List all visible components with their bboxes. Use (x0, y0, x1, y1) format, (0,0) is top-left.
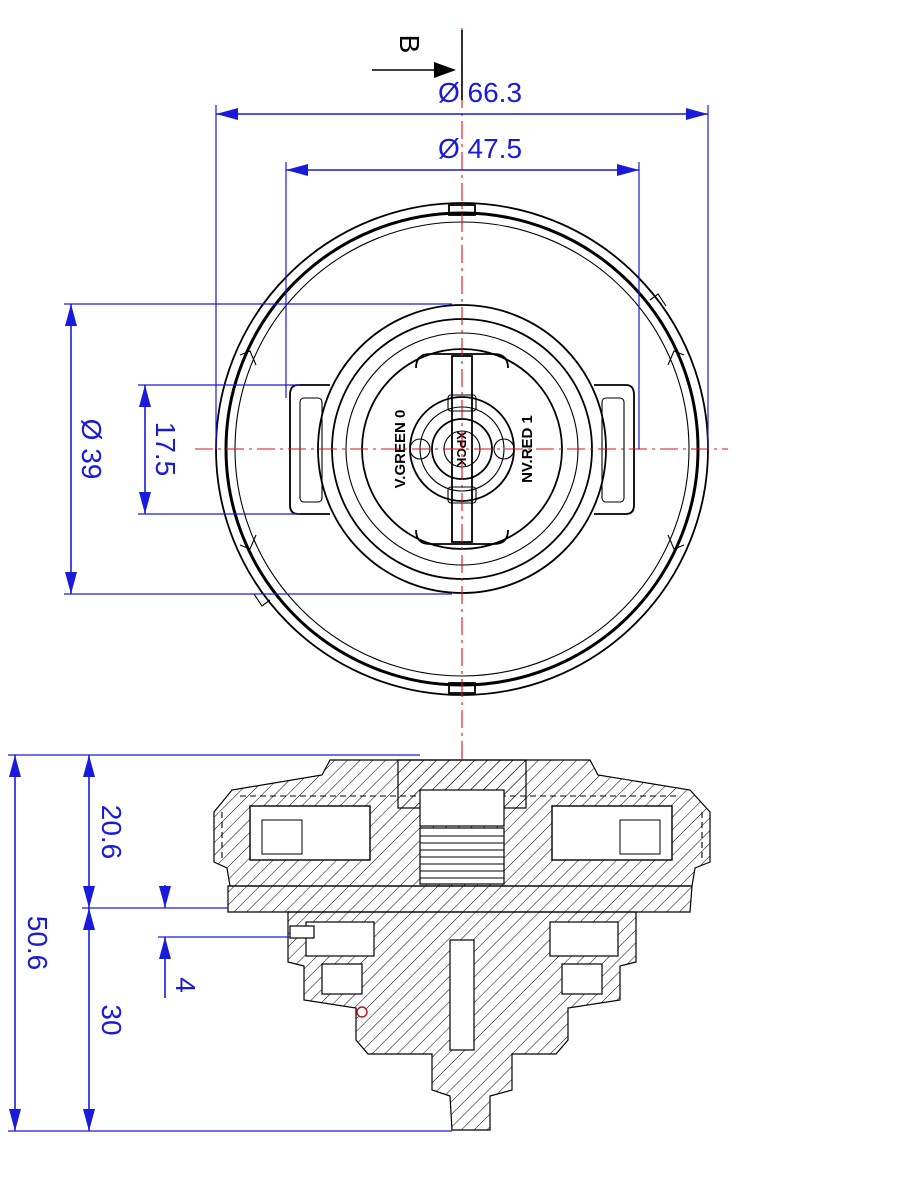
top-boss-slot (419, 789, 505, 827)
section-view: 50.6 20.6 30 4 (8, 754, 711, 1132)
dim-20-arrow-top (83, 755, 95, 777)
bottom-bridge (415, 529, 509, 545)
notch-right-lower (667, 534, 685, 550)
cap-cavity-left-2 (261, 819, 303, 855)
dim-17-arrow-bottom (139, 492, 151, 514)
section-arrow-head (434, 62, 456, 78)
dim-small-gap: 4 (170, 977, 201, 993)
notch-left-lower (239, 534, 257, 550)
notch-diag-1 (649, 293, 667, 307)
lower-cavity-right (549, 921, 619, 957)
dim-30-arrow-bottom (83, 1109, 95, 1131)
label-v-green: V.GREEN 0 (392, 410, 409, 489)
right-lug (594, 384, 635, 515)
label-nv-red: NV.RED 1 (519, 415, 536, 483)
dim-outer-diameter: Ø 66.3 (438, 77, 522, 108)
section-marker-label: B (394, 35, 425, 54)
small-detail-box (289, 925, 315, 939)
right-lug-inner (601, 397, 625, 503)
notch-right-upper (667, 350, 685, 366)
label-xpck: XPCK (454, 431, 469, 468)
dim-17-arrow-top (139, 385, 151, 407)
base-plate (227, 885, 693, 913)
dim-lower-height: 30 (96, 1004, 127, 1035)
dim-50-arrow-bottom (9, 1109, 21, 1131)
thread-zone (419, 827, 505, 885)
lower-cavity-left-2 (321, 963, 363, 995)
dim-39-arrow-top (65, 304, 77, 326)
dim-upper-height: 20.6 (96, 805, 127, 860)
cap-cavity-right-2 (619, 819, 661, 855)
dim-66-arrow-right (686, 108, 708, 120)
dim-hub-diameter: Ø 39 (76, 419, 107, 480)
dim-20-arrow-bottom (83, 886, 95, 908)
dim-50-arrow-top (9, 755, 21, 777)
dim-66-arrow-left (216, 108, 238, 120)
dim-4-arrow-bottom (159, 937, 171, 959)
notch-diag-2 (253, 593, 271, 607)
thread-lines (420, 835, 504, 879)
dim-39-arrow-bottom (65, 572, 77, 594)
top-view: V.GREEN 0 XPCK NV.RED 1 B Ø 66.3 Ø 47.5 … (64, 28, 728, 760)
dim-30-arrow-top (83, 908, 95, 930)
dim-4-arrow-top (159, 886, 171, 908)
lower-cavity-left (305, 921, 375, 957)
notch-left-upper (239, 350, 257, 366)
dim-inner-diameter: Ø 47.5 (438, 133, 522, 164)
left-lug-inner (299, 397, 323, 503)
center-shaft (449, 939, 475, 1051)
dim-47-arrow-right (617, 164, 639, 176)
o-ring (356, 1006, 368, 1018)
dim-total-height: 50.6 (22, 916, 53, 971)
lower-cavity-right-2 (561, 963, 603, 995)
dim-47-arrow-left (286, 164, 308, 176)
dim-slot-width: 17.5 (150, 422, 181, 477)
